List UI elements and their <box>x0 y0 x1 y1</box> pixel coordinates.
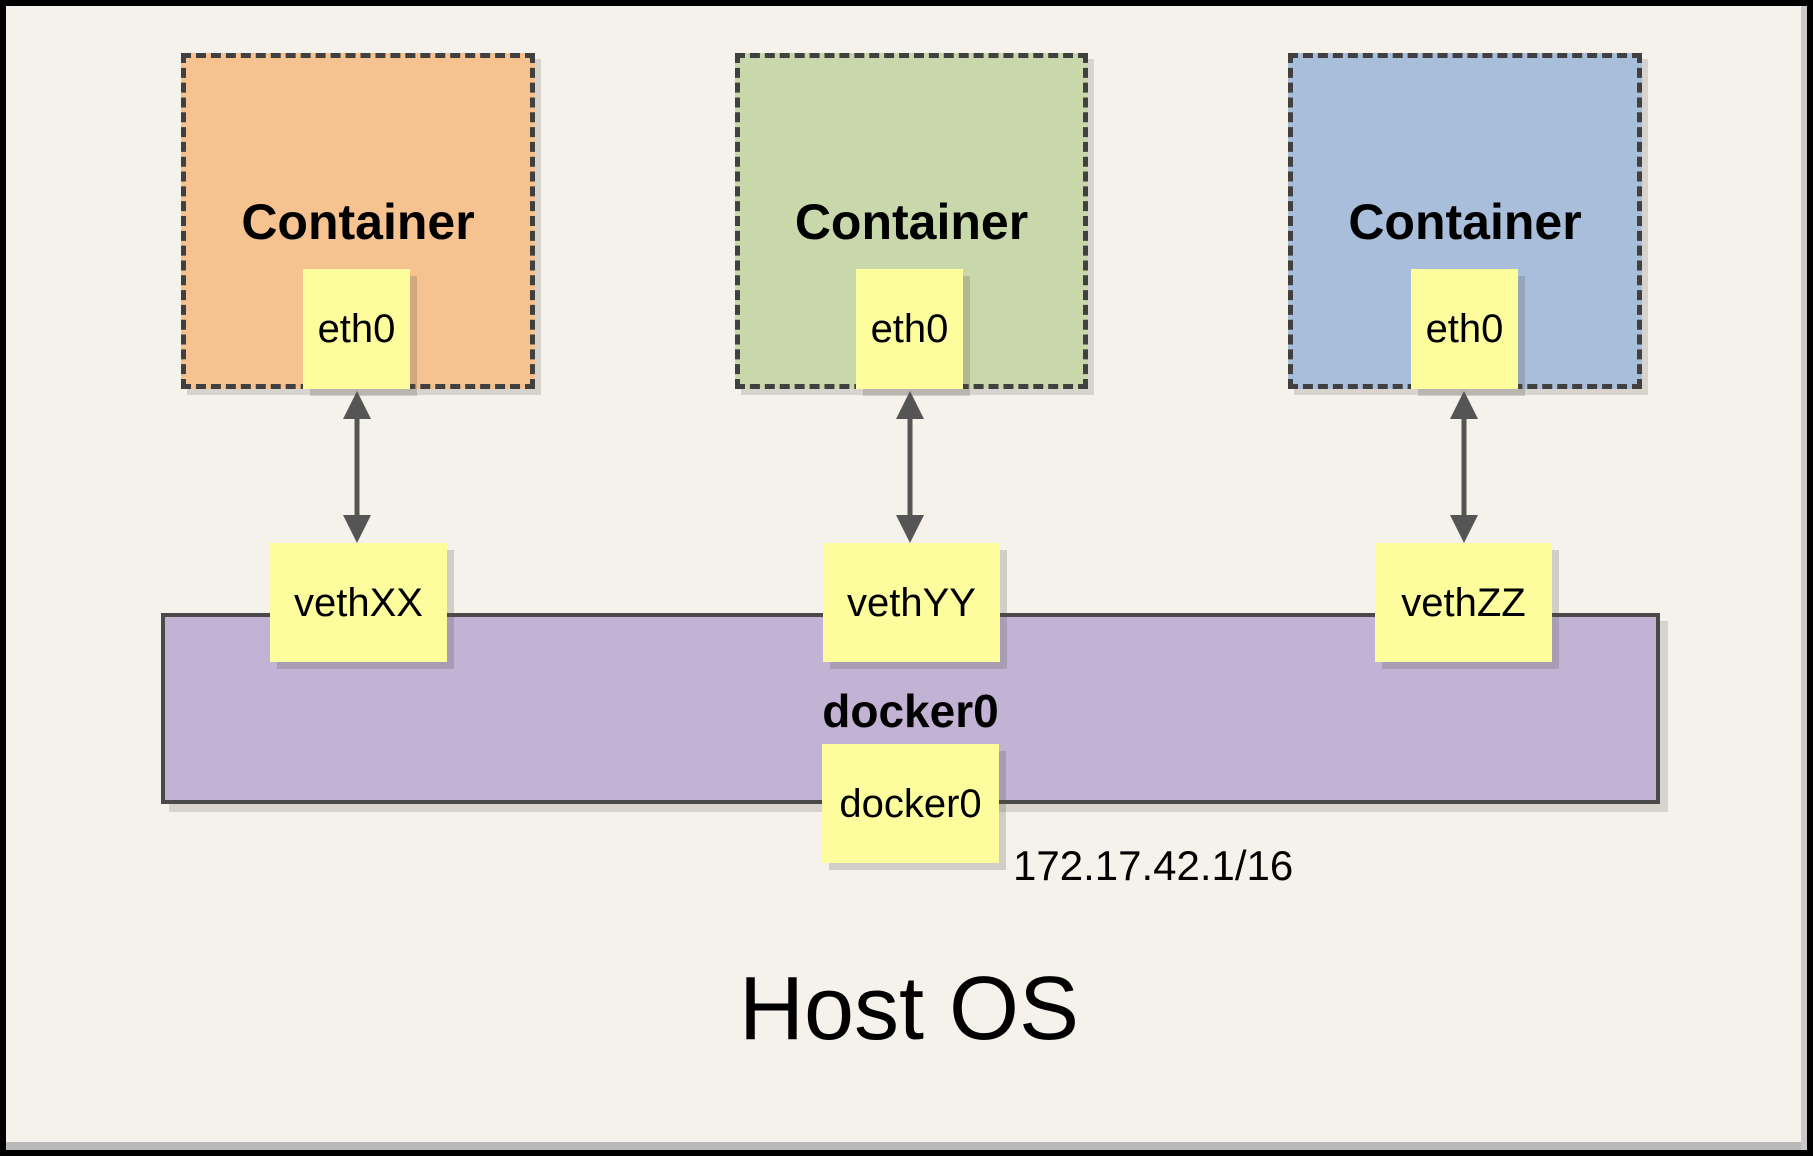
vethxx-box: vethXX <box>270 543 447 662</box>
vethyy-box: vethYY <box>823 543 1000 662</box>
docker0-interface-label: docker0 <box>839 781 982 826</box>
docker0-bridge-label: docker0 <box>822 685 999 737</box>
vethzz-label: vethZZ <box>1401 580 1526 625</box>
bidirectional-arrow-icon-2 <box>896 391 924 543</box>
eth0-label-2: eth0 <box>870 307 949 351</box>
container-3-label: Container <box>1348 194 1582 250</box>
host-os-label: Host OS <box>738 959 1080 1059</box>
eth0-box-2: eth0 <box>856 269 963 389</box>
docker0-interface-box: docker0 <box>822 744 999 863</box>
bridge-ip-address: 172.17.42.1/16 <box>1013 842 1294 889</box>
canvas-right-shadow <box>1801 6 1807 1150</box>
vethzz-box: vethZZ <box>1375 543 1552 662</box>
eth0-box-1: eth0 <box>303 269 410 389</box>
vethxx-label: vethXX <box>294 580 423 625</box>
eth0-box-3: eth0 <box>1411 269 1518 389</box>
container-2-label: Container <box>794 194 1029 250</box>
bidirectional-arrow-icon-3 <box>1450 391 1478 543</box>
vethyy-label: vethYY <box>847 580 976 625</box>
eth0-label-3: eth0 <box>1425 307 1504 351</box>
container-1-label: Container <box>241 194 475 250</box>
eth0-label-1: eth0 <box>317 307 396 351</box>
bidirectional-arrow-icon-1 <box>343 391 371 543</box>
canvas-bottom-shadow <box>6 1142 1807 1150</box>
